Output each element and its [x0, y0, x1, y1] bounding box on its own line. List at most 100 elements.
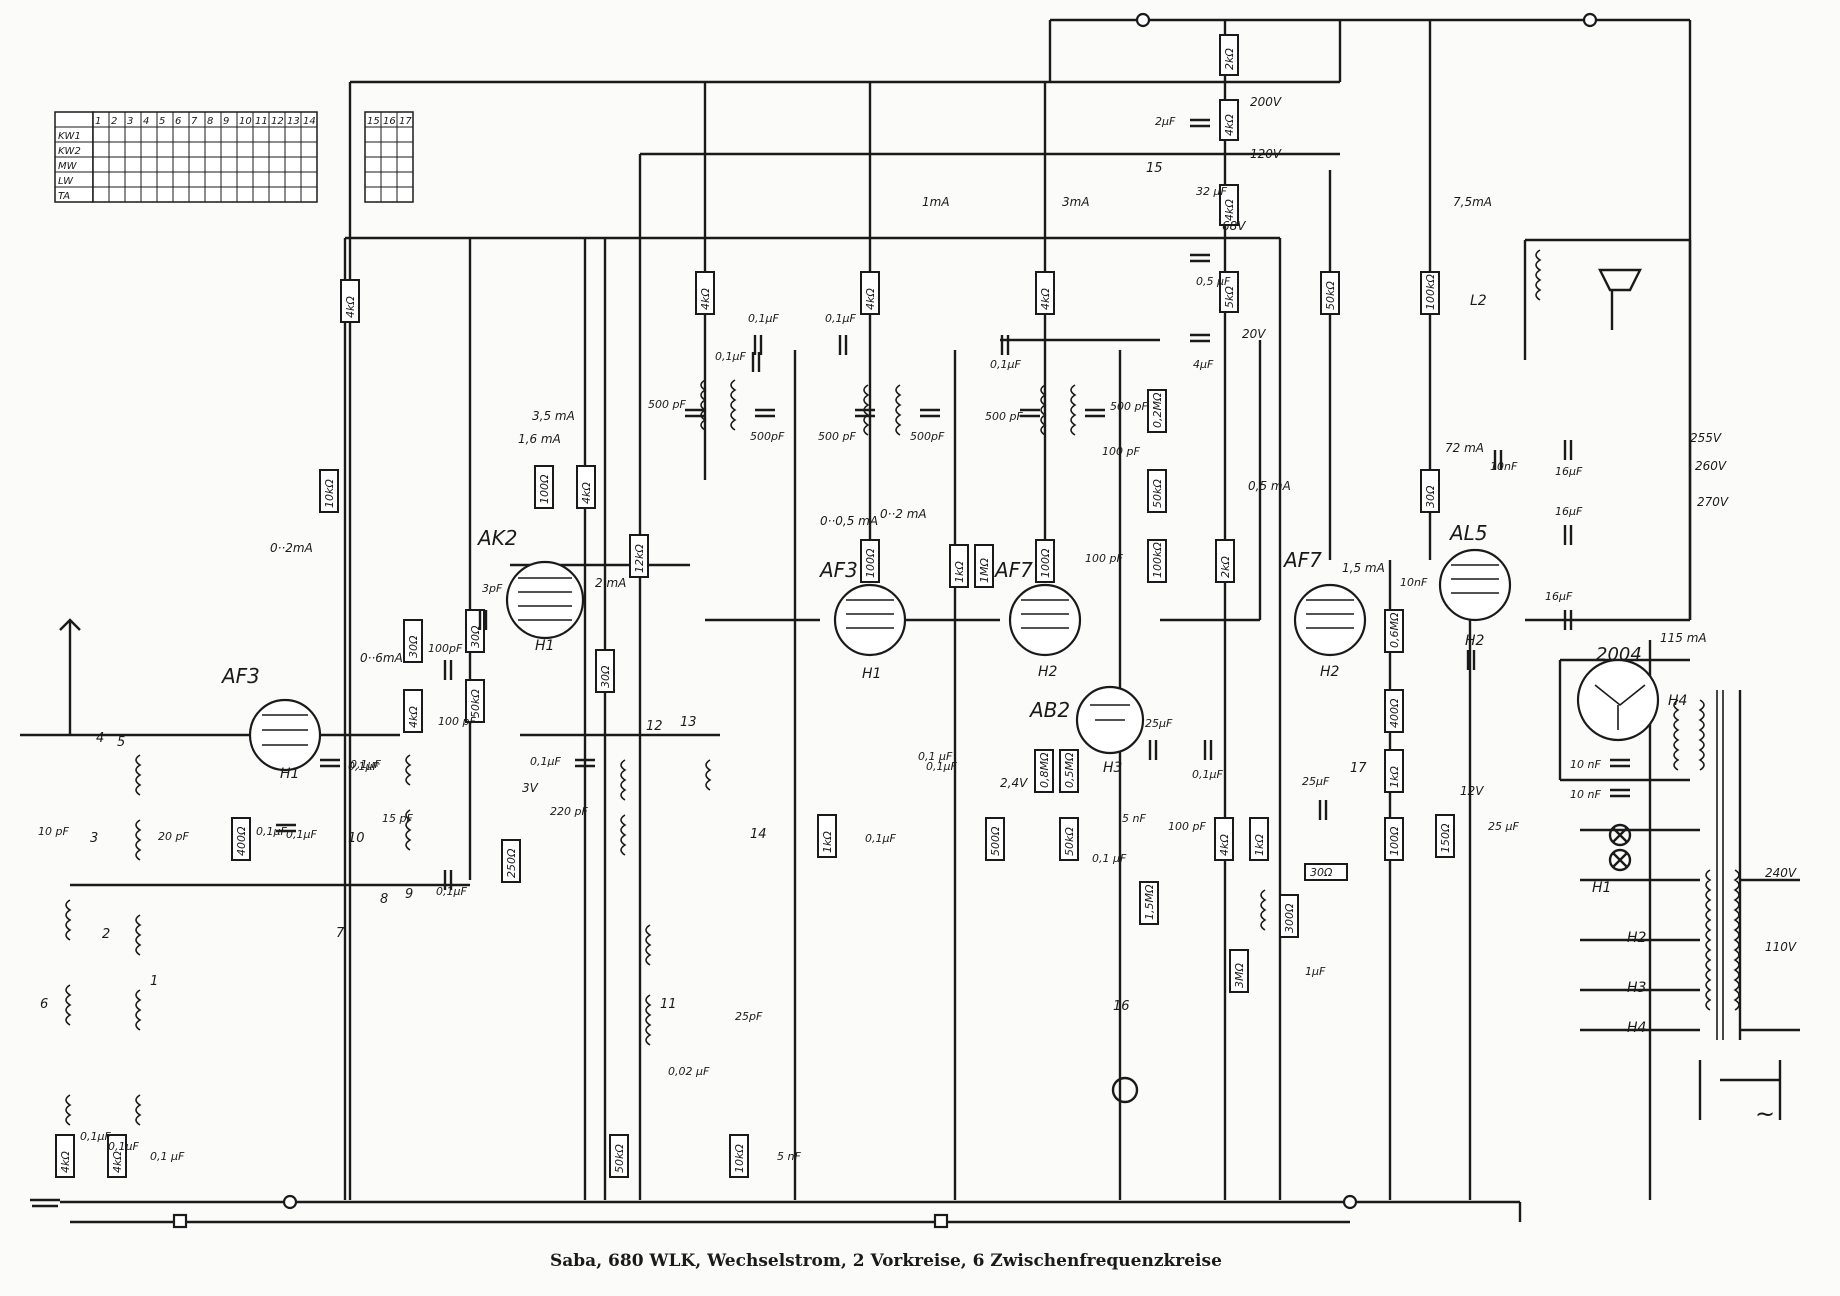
svg-text:4µF: 4µF	[1193, 358, 1214, 371]
svg-text:100Ω: 100Ω	[1388, 826, 1401, 856]
coil-label: L2	[1470, 293, 1487, 309]
svg-text:4kΩ: 4kΩ	[699, 288, 712, 310]
svg-text:50kΩ: 50kΩ	[1063, 827, 1076, 856]
heater-label: H3	[1627, 980, 1646, 996]
svg-text:20 pF: 20 pF	[158, 830, 189, 843]
tubes: AF3 AK2 AF3 AF7 AB2 AF7	[220, 293, 1687, 1036]
svg-text:0,1µF: 0,1µF	[715, 350, 746, 363]
resistor-4k-g: 4kΩ	[1214, 817, 1234, 861]
svg-text:14: 14	[750, 827, 767, 842]
svg-text:500 pF: 500 pF	[648, 398, 686, 411]
svg-text:12: 12	[646, 719, 663, 734]
svg-text:500pF: 500pF	[910, 430, 945, 443]
svg-text:0,02 µF: 0,02 µF	[668, 1065, 710, 1078]
resistor-4k-b: 4kΩ	[695, 271, 715, 315]
resistor-3m: 3MΩ	[1229, 949, 1249, 993]
svg-text:AF7: AF7	[993, 558, 1033, 582]
svg-text:5 nF: 5 nF	[777, 1150, 801, 1163]
svg-text:4kΩ: 4kΩ	[864, 288, 877, 310]
svg-text:30Ω: 30Ω	[407, 635, 420, 658]
switch-row-label: KW1	[58, 131, 81, 142]
svg-text:15 pF: 15 pF	[382, 812, 413, 825]
svg-text:50kΩ: 50kΩ	[1151, 479, 1164, 508]
svg-text:1MΩ: 1MΩ	[978, 558, 991, 583]
svg-text:5: 5	[117, 735, 125, 750]
switch-column-label: 17	[399, 116, 412, 127]
terminals	[172, 12, 1598, 1229]
svg-text:AF7: AF7	[1282, 548, 1322, 572]
svg-text:100pF: 100pF	[428, 642, 463, 655]
heater-label: H4	[1668, 693, 1687, 709]
mains-symbol: ~	[1755, 1100, 1775, 1128]
resistor-4k-c: 4kΩ	[860, 271, 880, 315]
svg-text:7: 7	[336, 926, 345, 941]
svg-text:2µF: 2µF	[1155, 115, 1176, 128]
tube-af3-if: AF3	[818, 558, 907, 657]
svg-text:4kΩ: 4kΩ	[1223, 114, 1236, 136]
capacitors	[276, 118, 1630, 890]
heater-label: H2	[1038, 664, 1058, 680]
heater-label: H1	[535, 638, 554, 654]
svg-text:2,4V: 2,4V	[1000, 776, 1028, 790]
svg-text:10nF: 10nF	[1490, 460, 1518, 473]
svg-text:4kΩ: 4kΩ	[1039, 288, 1052, 310]
svg-text:10kΩ: 10kΩ	[733, 1144, 746, 1173]
svg-text:2004: 2004	[1596, 644, 1642, 665]
svg-text:0··6mA: 0··6mA	[360, 651, 403, 665]
svg-text:10kΩ: 10kΩ	[323, 479, 336, 508]
svg-text:0,1µF: 0,1µF	[530, 755, 561, 768]
svg-text:1,6 mA: 1,6 mA	[518, 432, 561, 446]
switch-column-label: 11	[255, 116, 268, 127]
svg-text:100Ω: 100Ω	[538, 474, 551, 504]
switch-column-label: 3	[127, 116, 133, 127]
svg-text:100 pF: 100 pF	[1085, 552, 1123, 565]
resistor-30-c: 30Ω	[1420, 469, 1440, 513]
svg-text:1kΩ: 1kΩ	[821, 831, 834, 853]
resistor-4k-i: 4kΩ	[107, 1134, 127, 1178]
tube-rectifier-2004: 2004	[1576, 644, 1660, 742]
switch-column-label: 16	[383, 116, 396, 127]
resistor-300: 300Ω	[1279, 894, 1299, 938]
coils	[65, 249, 1740, 1126]
tube-al5: AL5	[1438, 521, 1512, 622]
svg-text:0,1µF: 0,1µF	[286, 828, 317, 841]
svg-text:4: 4	[96, 731, 104, 746]
svg-text:0,1µF: 0,1µF	[348, 760, 379, 773]
switch-row-label: KW2	[58, 146, 81, 157]
svg-text:100 pF: 100 pF	[438, 715, 476, 728]
svg-text:0,1µF: 0,1µF	[926, 760, 957, 773]
svg-text:0,6MΩ: 0,6MΩ	[1388, 612, 1401, 648]
resistor-120v: 4kΩ	[1219, 184, 1239, 226]
svg-text:17: 17	[1350, 761, 1367, 776]
svg-text:0,1µF: 0,1µF	[80, 1130, 111, 1143]
svg-text:32 µF: 32 µF	[1196, 185, 1227, 198]
svg-text:AF3: AF3	[818, 558, 858, 582]
resistor-1k-c: 1kΩ	[1249, 817, 1269, 861]
svg-text:400Ω: 400Ω	[1388, 698, 1401, 728]
resistor-4k-f: 4kΩ	[403, 689, 423, 733]
svg-text:500 pF: 500 pF	[985, 410, 1023, 423]
ground-icon	[30, 1198, 60, 1208]
resistor-100-b: 100Ω	[1384, 817, 1404, 861]
svg-text:1mA: 1mA	[922, 195, 950, 209]
switch-column-label: 14	[303, 116, 316, 127]
svg-text:30Ω: 30Ω	[1310, 866, 1333, 879]
svg-text:3pF: 3pF	[482, 582, 503, 595]
resistor-4k-a: 4kΩ	[340, 279, 360, 323]
resistor-250: 250Ω	[501, 839, 521, 883]
resistors: 2kΩ 4kΩ 4kΩ 5kΩ 50kΩ 100kΩ 4kΩ 4kΩ 4kΩ 4…	[55, 34, 1455, 1178]
resistor-100-af7: 100Ω	[1035, 539, 1055, 583]
svg-text:30Ω: 30Ω	[469, 625, 482, 648]
svg-text:3V: 3V	[522, 781, 539, 795]
heater-label: H2	[1320, 664, 1340, 680]
switch-row-label: TA	[58, 191, 70, 202]
svg-text:25pF: 25pF	[735, 1010, 763, 1023]
svg-text:10: 10	[348, 831, 365, 846]
switch-column-label: 6	[175, 116, 181, 127]
resistor-150: 150Ω	[1435, 814, 1455, 858]
tube-af3-input: AF3	[220, 664, 322, 772]
svg-text:0,1 µF: 0,1 µF	[918, 750, 953, 763]
antenna-icon	[59, 618, 81, 735]
svg-text:50kΩ: 50kΩ	[469, 689, 482, 718]
